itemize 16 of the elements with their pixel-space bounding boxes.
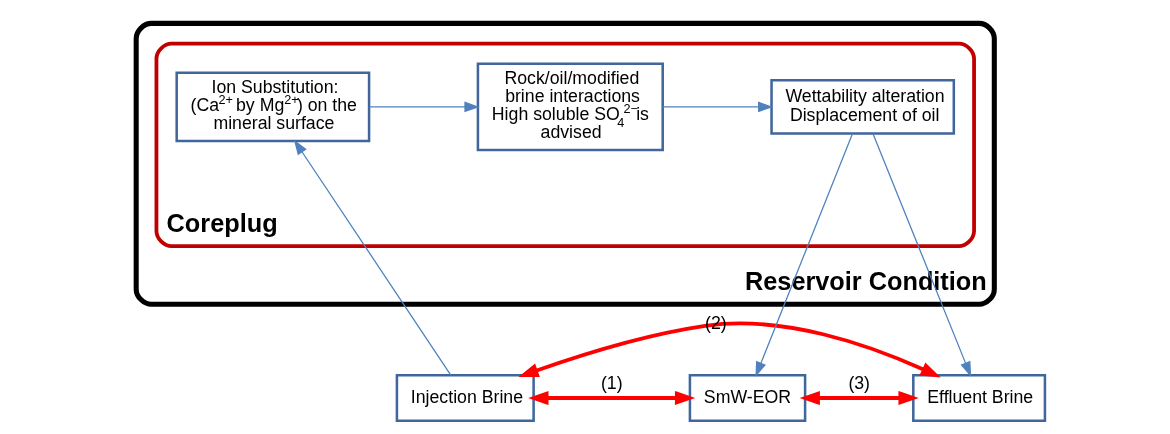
- node-box: Ion Substitution: (Ca$^{2+}$ by Mg$^{2+}$) on the mineral surface: [174, 71, 370, 143]
- arrow: [293, 139, 451, 376]
- arrow: [661, 101, 773, 113]
- node-box: SmW-EOR: [688, 373, 806, 423]
- arrow: [754, 133, 853, 377]
- edge-label: (3): [847, 373, 870, 394]
- edge-label: (1): [600, 373, 623, 394]
- node-box: Wettability alteration Displacement of oil: [769, 79, 955, 135]
- node-box: Injection Brine: [395, 373, 535, 423]
- arrow: [799, 390, 919, 406]
- arrow: [517, 321, 941, 378]
- arrow: [871, 133, 971, 377]
- arrow: [527, 390, 695, 406]
- arrow: [368, 101, 480, 113]
- node-box: Rock/oil/modified brine interactions High soluble SO$_{4}$$^{2−}$is advised: [476, 62, 664, 152]
- node-box: Effluent Brine: [911, 373, 1046, 423]
